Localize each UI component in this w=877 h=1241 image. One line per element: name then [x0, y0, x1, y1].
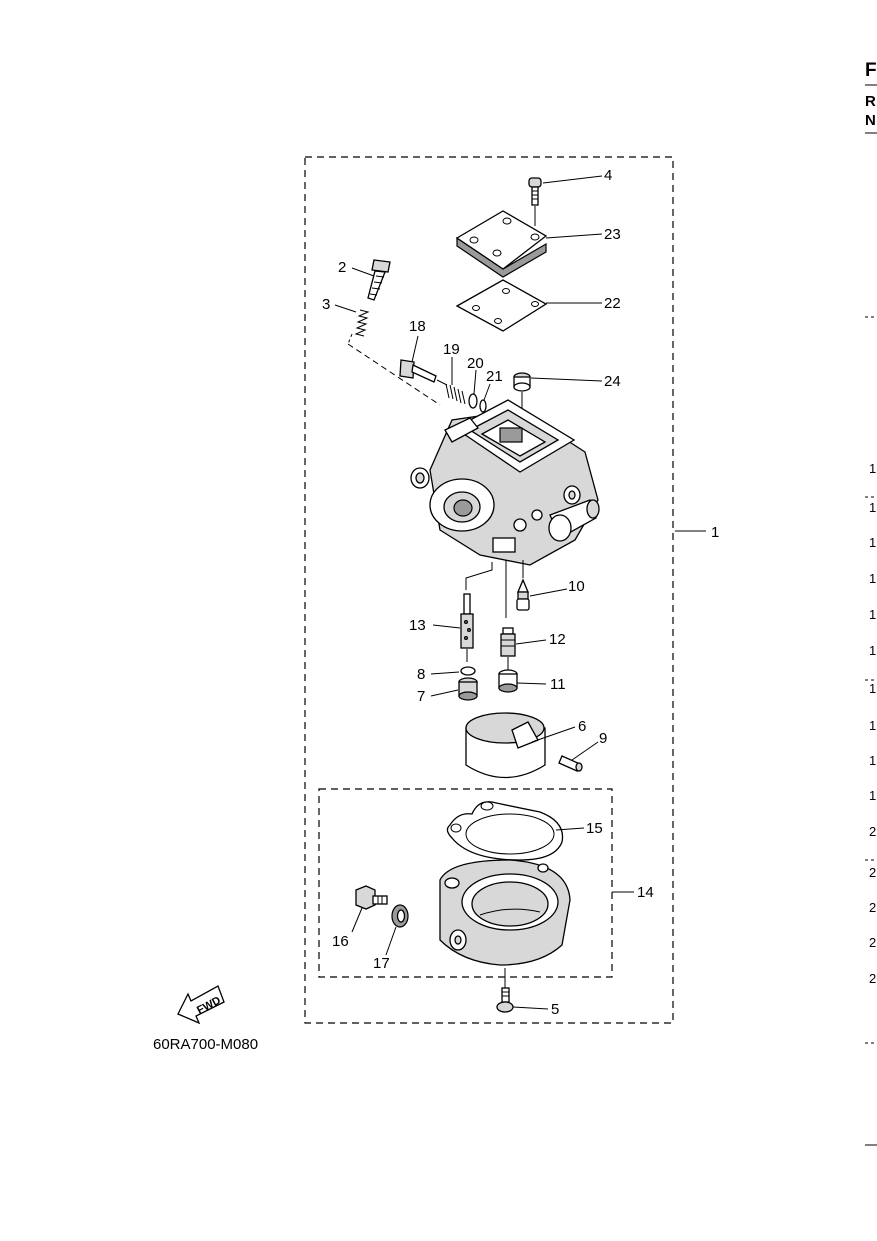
callout-6: 6	[578, 718, 586, 735]
edge-digit-12: 2	[869, 900, 876, 915]
callout-19: 19	[443, 341, 460, 358]
part-6-throttle-valve	[465, 712, 546, 779]
edge-digit-10: 2	[869, 824, 876, 839]
part-10-needle-valve	[516, 578, 530, 611]
callout-3: 3	[322, 296, 330, 313]
callout-2: 2	[338, 259, 346, 276]
part-11-plug	[498, 669, 518, 693]
part-5-screw	[496, 968, 514, 1013]
part-21-o-ring	[479, 399, 487, 413]
callout-12: 12	[549, 631, 566, 648]
part-15-gasket	[446, 801, 564, 861]
part-2-pilot-screw	[367, 259, 391, 301]
callout-8: 8	[417, 666, 425, 683]
part-12-jet	[500, 627, 516, 670]
callout-21: 21	[486, 368, 503, 385]
callout-23: 23	[604, 226, 621, 243]
edge-digit-0: 1	[869, 461, 876, 476]
part-8-o-ring	[460, 666, 476, 676]
callout-13: 13	[409, 617, 426, 634]
edge-digit-14: 2	[869, 971, 876, 986]
part-16-bolt	[355, 885, 388, 910]
part-22-gasket	[455, 279, 548, 332]
part-7-plug	[458, 677, 478, 701]
part-13-main-nozzle	[460, 593, 474, 662]
edge-digit-13: 2	[869, 935, 876, 950]
edge-digit-3: 1	[869, 571, 876, 586]
callout-11: 11	[550, 676, 566, 693]
callout-1: 1	[711, 524, 719, 541]
part-24-cap	[513, 372, 531, 432]
callout-numbers: 1 2 3 4 5 6 7 8 9 10 11 12 13 14 15 16 1…	[322, 167, 719, 1018]
callout-7: 7	[417, 688, 425, 705]
callout-18: 18	[409, 318, 426, 335]
callout-10: 10	[568, 578, 585, 595]
part-4-screw	[528, 177, 542, 226]
part-3-spring	[347, 309, 441, 406]
edge-digit-8: 1	[869, 753, 876, 768]
fwd-arrow: FWD	[177, 985, 225, 1025]
callout-leaders	[334, 175, 706, 1010]
assembly-boundary	[304, 156, 674, 1024]
callout-5: 5	[551, 1001, 559, 1018]
edge-digit-5: 1	[869, 643, 876, 658]
reference-code: 60RA700-M080	[153, 1036, 258, 1053]
part-20-washer	[468, 393, 478, 409]
part-14-throttle-body	[439, 859, 571, 966]
edge-letter-0: F	[865, 60, 877, 81]
right-edge-fragments: F R N 1 1 1 1 1 1 1 1 1 1 2 2 2 2 2	[865, 60, 877, 1146]
callout-16: 16	[332, 933, 349, 950]
part-17-washer	[391, 904, 409, 928]
edge-digit-7: 1	[869, 718, 876, 733]
callout-17: 17	[373, 955, 390, 972]
callout-22: 22	[604, 295, 621, 312]
edge-letter-2: N	[865, 112, 876, 129]
part-9-pin	[558, 755, 583, 772]
subassembly-boundary	[318, 788, 613, 978]
callout-14: 14	[637, 884, 654, 901]
edge-digit-4: 1	[869, 607, 876, 622]
callout-9: 9	[599, 730, 607, 747]
edge-digit-1: 1	[869, 500, 876, 515]
edge-digit-11: 2	[869, 865, 876, 880]
callout-15: 15	[586, 820, 603, 837]
edge-digit-2: 1	[869, 535, 876, 550]
edge-letter-1: R	[865, 93, 876, 110]
callout-24: 24	[604, 373, 621, 390]
carburetor-body	[410, 399, 600, 566]
part-19-spring	[445, 383, 466, 405]
edge-digit-9: 1	[869, 788, 876, 803]
edge-digit-6: 1	[869, 681, 876, 696]
part-23-cover	[455, 210, 548, 278]
part-18-stop-screw	[399, 359, 448, 386]
callout-4: 4	[604, 167, 612, 184]
callout-20: 20	[467, 355, 484, 372]
